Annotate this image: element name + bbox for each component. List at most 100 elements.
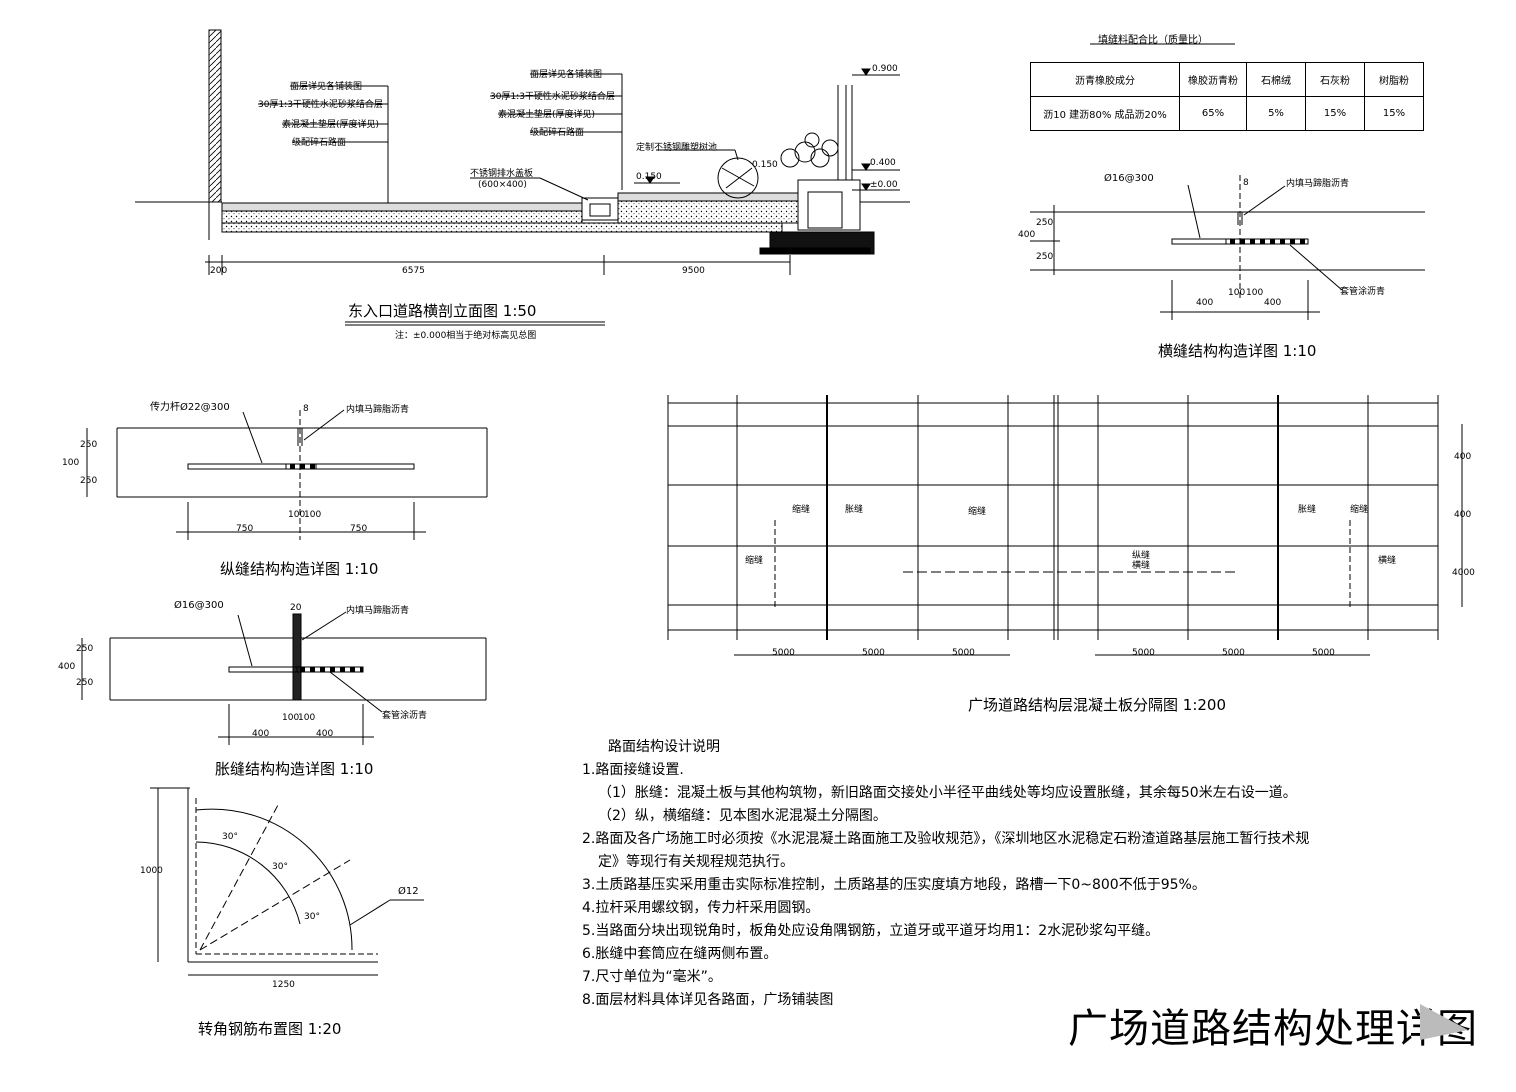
expansion-sleeve: 套管涂沥青 [382,711,428,721]
section-right-callout-3: 级配碎石路面 [530,128,585,138]
transverse-joint-diagram [1030,175,1425,320]
corner-title: 转角钢筋布置图 1:20 [198,1020,342,1038]
longitudinal-dim-total: 100 [62,458,80,468]
corner-angle-2: 30° [304,912,320,922]
transverse-dim-right: 400 [1264,298,1282,308]
expansion-dim-top: 250 [76,644,94,654]
plan-dim-b4: 5000 [1222,648,1245,658]
plan-title: 广场道路结构层混凝土板分隔图 1:200 [968,696,1226,714]
plan-dim-b2: 5000 [952,648,975,658]
section-left-callout-1: 30厚1:3干硬性水泥砂浆结合层 [258,100,383,110]
plan-dim-b5: 5000 [1312,648,1335,658]
mix-header-4: 树脂粉 [1364,62,1424,97]
transverse-bar: Ø16@300 [1104,173,1154,184]
plan-dim-b1: 5000 [862,648,885,658]
corner-dim-vert: 1000 [140,866,163,876]
transverse-dim-bot: 250 [1036,252,1054,262]
plan-dim-b3: 5000 [1132,648,1155,658]
transverse-dim-left: 400 [1196,298,1214,308]
transverse-dim-total: 400 [1018,230,1036,240]
sheet-title: 广场道路结构处理详图 [1068,1006,1478,1052]
longitudinal-seal: 内填马蹄脂沥青 [346,405,410,415]
notes-line-9: 7.尺寸单位为“毫米”。 [582,969,722,985]
expansion-joint-diagram [81,611,487,745]
expansion-width: 20 [290,603,302,613]
title-arrow-icon [1420,1004,1468,1040]
transverse-seal: 内填马蹄脂沥青 [1286,179,1350,189]
section-right-callout-0: 面层详见各铺装图 [530,70,603,80]
longitudinal-dim-c1: 100 [288,510,306,520]
mix-cell-4: 15% [1364,96,1424,131]
expansion-dim-bot: 250 [76,678,94,688]
notes-line-0: 1.路面接缝设置. [582,762,684,778]
section-left-callout-0: 面层详见各铺装图 [290,82,363,92]
transverse-dim-c1: 100 [1228,288,1246,298]
notes-line-3: 2.路面及各广场施工时必须按《水泥混凝土路面施工及验收规范》，《深圳地区水泥稳定… [582,831,1310,847]
corner-dim-horz: 1250 [272,980,295,990]
expansion-title: 胀缝结构构造详图 1:10 [215,760,374,778]
expansion-dim-right: 400 [316,729,334,739]
section-left-callout-2: 素混凝土垫层(厚度详见) [282,120,380,130]
notes-line-2: （2）纵，横缩缝：见本图水泥混凝土分隔图。 [598,808,887,824]
plan-label-8: 横缝 [1132,561,1151,571]
joint-sub: (600×400) [478,180,527,190]
plan-label-3: 胀缝 [1298,505,1317,515]
cross-section [135,29,910,326]
plan-dim-r1: 400 [1454,510,1472,520]
longitudinal-joint-diagram [86,409,488,540]
notes-line-1: （1）胀缝：混凝土板与其他构筑物，新旧路面交接处小半径平曲线处等均应设置胀缝，其… [598,785,1297,801]
section-dim-6575: 6575 [402,266,425,276]
plan-label-7: 纵缝 [1132,551,1151,561]
mix-header-0: 沥青橡胶成分 [1030,62,1180,97]
section-left-callout-3: 级配碎石路面 [292,138,347,148]
section-dim-9500: 9500 [682,266,705,276]
longitudinal-bar: 传力杆Ø22@300 [150,402,230,413]
expansion-bar: Ø16@300 [174,600,224,611]
plan-label-6: 横缝 [1378,556,1397,566]
transverse-sleeve: 套管涂沥青 [1340,287,1386,297]
mix-header-1: 橡胶沥青粉 [1179,62,1247,97]
design-notes: 路面结构设计说明 1.路面接缝设置. （1）胀缝：混凝土板与其他构筑物，新旧路面… [582,736,1482,1012]
mix-cell-1: 65% [1179,96,1247,131]
plan-dim-r2: 4000 [1452,568,1475,578]
longitudinal-width: 8 [303,404,309,414]
section-right-callout-1: 30厚1:3干硬性水泥砂浆结合层 [490,92,615,102]
plan-label-4: 缩缝 [1350,505,1369,515]
expansion-dim-c1: 100 [282,713,300,723]
mix-table-title: 填缝料配合比（质量比） [1098,35,1208,46]
transverse-dim-c2: 100 [1246,288,1264,298]
expansion-seal: 内填马蹄脂沥青 [346,606,410,616]
mix-header-2: 石棉绒 [1246,62,1306,97]
elevation-0900: 0.900 [872,64,898,74]
corner-reinforcement-diagram [150,787,424,976]
mix-table: 沥青橡胶成分 橡胶沥青粉 石棉绒 石灰粉 树脂粉 沥10 建沥80% 成品沥20… [1030,62,1424,131]
longitudinal-dim-left: 750 [236,524,254,534]
notes-title: 路面结构设计说明 [608,739,720,755]
longitudinal-dim-top: 250 [80,440,98,450]
transverse-width: 8 [1243,178,1249,188]
mix-header-3: 石灰粉 [1305,62,1365,97]
expansion-dim-left: 400 [252,729,270,739]
longitudinal-title: 纵缝结构构造详图 1:10 [220,560,379,578]
expansion-dim-c2: 100 [298,713,316,723]
joint-label: 不锈钢排水盖板 [470,169,534,179]
section-note: 注：±0.000相当于绝对标高见总图 [395,331,537,341]
longitudinal-dim-c2: 100 [304,510,322,520]
corner-angle-1: 30° [272,862,288,872]
plan-dim-b0: 5000 [772,648,795,658]
elevation-0150b: 0.150 [752,160,778,170]
transverse-title: 横缝结构构造详图 1:10 [1158,342,1317,360]
section-right-callout-2: 素混凝土垫层(厚度详见) [498,110,596,120]
notes-line-8: 6.胀缝中套筒应在缝两侧布置。 [582,946,778,962]
mix-cell-2: 5% [1246,96,1306,131]
notes-line-5: 3.土质路基压实采用重击实际标准控制，土质路基的压实度填方地段，路槽一下0~80… [582,877,1206,893]
section-title: 东入口道路横剖立面图 1:50 [348,302,537,320]
longitudinal-dim-right: 750 [350,524,368,534]
longitudinal-dim-bot: 250 [80,476,98,486]
plan-dim-r0: 400 [1454,452,1472,462]
mix-cell-3: 15% [1305,96,1365,131]
transverse-dim-top: 250 [1036,218,1054,228]
notes-line-7: 5.当路面分块出现锐角时，板角处应设角隅钢筋，立道牙或平道牙均用1：2水泥砂浆勾… [582,923,1160,939]
plan-label-2: 缩缝 [968,507,987,517]
